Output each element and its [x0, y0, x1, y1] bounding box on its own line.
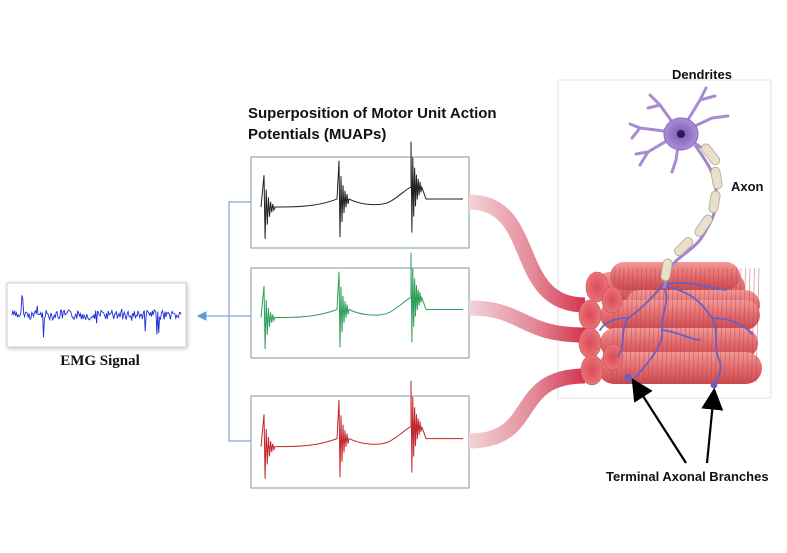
fiber-striation	[688, 267, 692, 383]
terminal-axonal-branches	[599, 282, 753, 389]
neuron	[628, 86, 730, 289]
fiber-striation	[683, 267, 688, 383]
emg-signal-label: EMG Signal	[60, 353, 140, 369]
fiber-striation	[701, 267, 706, 383]
fiber-striation	[692, 267, 697, 383]
fiber-striation	[728, 267, 733, 383]
nucleus	[677, 130, 685, 138]
axon-label: Axon	[731, 179, 764, 194]
fiber-striation	[656, 267, 661, 383]
muap-box-3	[250, 380, 470, 489]
fiber-striation	[697, 267, 701, 383]
muscle-fiber-bundle	[578, 262, 762, 386]
fiber-striation	[674, 267, 679, 383]
muap-title-line2: Potentials (MUAPs)	[248, 126, 387, 143]
fiber-striation	[751, 267, 755, 383]
muap-title: Superposition of Motor Unit Action Poten…	[248, 103, 548, 145]
fiber-striation	[629, 267, 634, 383]
muap-title-line1: Superposition of Motor Unit Action	[248, 105, 497, 122]
muap-box-1	[250, 141, 470, 249]
fiber-striation	[679, 267, 683, 383]
fiber-striation	[625, 267, 629, 383]
fiber-striation	[742, 267, 746, 383]
fiber-striation	[715, 267, 719, 383]
emg-signal-box	[6, 282, 187, 348]
myelin-sheaths	[660, 143, 723, 282]
muap-box-2	[250, 252, 470, 359]
emg-signal-trace	[11, 295, 182, 338]
fiber-striation	[634, 267, 638, 383]
terminal-branches-label: Terminal Axonal Branches	[606, 469, 769, 484]
branch-pointer-arrows	[631, 378, 724, 464]
fiber-striation	[733, 267, 737, 383]
summation-connector	[196, 201, 251, 442]
fiber-striation	[638, 267, 643, 383]
muap-trace-3	[260, 380, 463, 479]
muap-trace-2	[260, 252, 463, 350]
dendrites-label: Dendrites	[672, 67, 732, 82]
fiber-striation	[746, 267, 751, 383]
fiber-striation	[724, 267, 728, 383]
muap-trace-1	[260, 141, 463, 239]
fiber-striation	[755, 267, 760, 383]
fiber-striation	[652, 267, 656, 383]
fiber-tubes	[468, 194, 586, 449]
fiber-striation	[643, 267, 647, 383]
